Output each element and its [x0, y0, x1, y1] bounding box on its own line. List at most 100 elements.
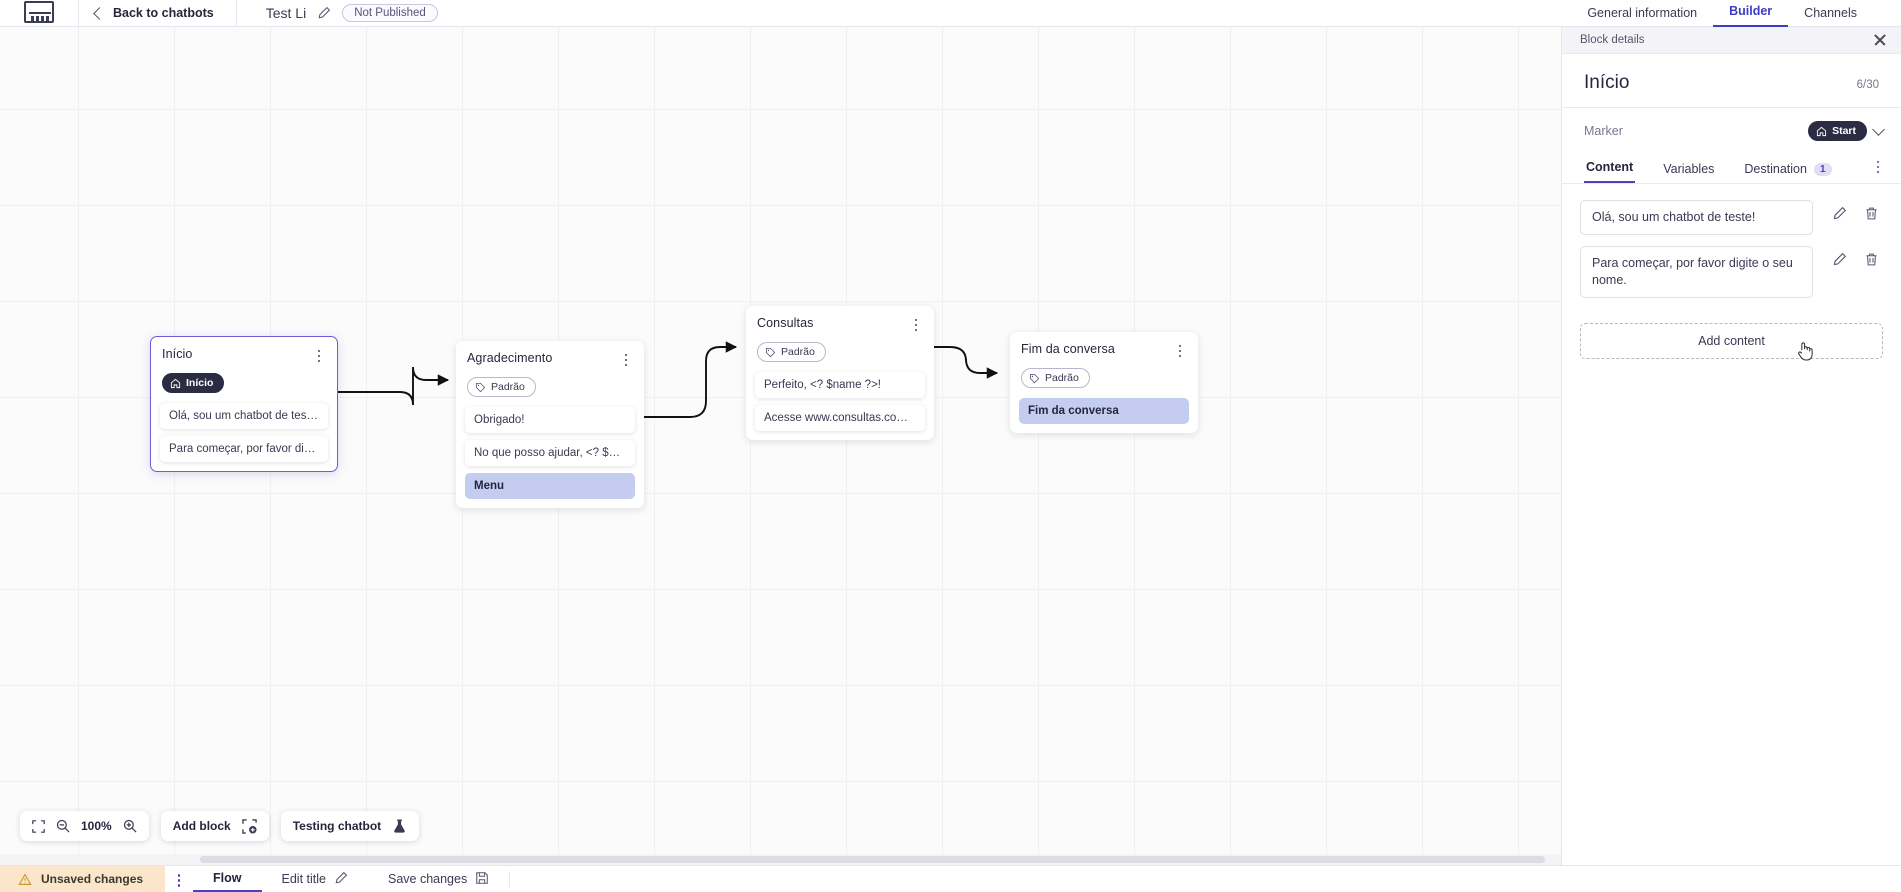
- chevron-down-icon[interactable]: [1872, 122, 1885, 136]
- header-divider: [78, 0, 79, 27]
- save-changes-button[interactable]: Save changes: [368, 866, 509, 892]
- node-message[interactable]: Olá, sou um chatbot de teste!: [160, 402, 328, 429]
- node-header: Consultas Padrão: [746, 306, 934, 372]
- tab-variables-label: Variables: [1663, 162, 1715, 176]
- node-header: Fim da conversa Padrão: [1010, 332, 1198, 398]
- add-block-button[interactable]: Add block: [160, 811, 269, 841]
- tab-destination[interactable]: Destination 1: [1742, 162, 1833, 183]
- tab-general-information[interactable]: General information: [1587, 6, 1698, 20]
- bottom-tab-flow[interactable]: Flow: [193, 866, 262, 892]
- node-messages: Perfeito, <? $name ?>! Acesse www.consul…: [746, 371, 934, 440]
- back-to-chatbots-button[interactable]: Back to chatbots: [79, 0, 236, 27]
- tab-channels[interactable]: Channels: [1804, 6, 1857, 20]
- content-text[interactable]: Olá, sou um chatbot de teste!: [1580, 200, 1813, 235]
- node-menu-kebab-icon[interactable]: [619, 352, 633, 368]
- zoom-controls: 100%: [20, 811, 149, 841]
- panel-header-label: Block details: [1580, 34, 1645, 46]
- content-list: Olá, sou um chatbot de teste! Para começ…: [1562, 184, 1901, 298]
- bottom-tab-flow-label: Flow: [213, 871, 242, 885]
- node-messages: Fim da conversa: [1010, 397, 1198, 433]
- edit-pencil-icon[interactable]: [1832, 252, 1847, 267]
- tab-destination-label: Destination: [1744, 162, 1807, 176]
- tag-icon: [765, 347, 776, 357]
- node-menu-kebab-icon[interactable]: [1173, 343, 1187, 359]
- node-tag-label: Padrão: [1045, 372, 1079, 384]
- home-icon: [1816, 126, 1827, 136]
- tab-variables[interactable]: Variables: [1661, 162, 1716, 183]
- tag-icon: [1029, 373, 1040, 383]
- scrollbar-thumb[interactable]: [200, 856, 1545, 863]
- content-actions: [1813, 200, 1887, 221]
- delete-trash-icon[interactable]: [1864, 252, 1879, 267]
- node-message[interactable]: No que posso ajudar, <? $name ...: [465, 439, 635, 466]
- delete-trash-icon[interactable]: [1864, 206, 1879, 221]
- panel-title-row: Início 6/30: [1562, 54, 1901, 108]
- node-message-highlighted[interactable]: Menu: [465, 472, 635, 499]
- add-content-button[interactable]: Add content: [1580, 322, 1883, 359]
- node-messages: Olá, sou um chatbot de teste! Para começ…: [151, 402, 337, 471]
- tab-builder[interactable]: Builder: [1713, 4, 1789, 27]
- save-icon: [475, 871, 489, 888]
- flow-node-inicio[interactable]: Início Início Olá, sou um chatbot de tes…: [150, 336, 338, 472]
- flow-node-consultas[interactable]: Consultas Padrão Perfeito, <? $name ?>! …: [746, 306, 934, 440]
- edit-title-pencil-icon[interactable]: [317, 6, 331, 20]
- node-message[interactable]: Perfeito, <? $name ?>!: [755, 371, 925, 398]
- node-tag-label: Padrão: [781, 346, 815, 358]
- testing-chatbot-label: Testing chatbot: [292, 819, 382, 833]
- panel-header: Block details: [1562, 27, 1901, 54]
- node-menu-kebab-icon[interactable]: [312, 348, 326, 364]
- status-badge: Not Published: [342, 4, 438, 22]
- app-logo[interactable]: [0, 0, 78, 27]
- chevron-left-icon: [93, 7, 106, 20]
- node-message[interactable]: Obrigado!: [465, 406, 635, 433]
- canvas-horizontal-scrollbar[interactable]: [0, 854, 1561, 865]
- flow-node-agradecimento[interactable]: Agradecimento Padrão Obrigado! No que po…: [456, 341, 644, 508]
- content-text[interactable]: Para começar, por favor digite o seu nom…: [1580, 245, 1813, 298]
- content-item: Olá, sou um chatbot de teste!: [1580, 200, 1887, 235]
- edit-title-label: Edit title: [281, 872, 326, 886]
- content-item: Para começar, por favor digite o seu nom…: [1580, 245, 1887, 298]
- tab-content-label: Content: [1586, 160, 1634, 174]
- marker-value: Start: [1832, 125, 1856, 137]
- close-icon[interactable]: [1873, 33, 1887, 47]
- unsaved-changes-banner: Unsaved changes: [0, 866, 166, 892]
- edit-pencil-icon[interactable]: [1832, 206, 1847, 221]
- node-message[interactable]: Para começar, por favor digite o ...: [160, 435, 328, 462]
- warning-icon: [18, 872, 32, 885]
- node-tag-default: Padrão: [1021, 368, 1090, 388]
- node-tag-label: Padrão: [491, 381, 525, 393]
- marker-start-badge[interactable]: Start: [1808, 121, 1867, 141]
- fit-to-screen-icon[interactable]: [32, 819, 45, 833]
- zoom-out-icon[interactable]: [56, 819, 70, 833]
- canvas-toolbar: 100% Add block Testing chatbot: [20, 811, 420, 841]
- testing-chatbot-button[interactable]: Testing chatbot: [280, 811, 420, 841]
- node-message[interactable]: Acesse www.consultas.com par...: [755, 404, 925, 431]
- node-messages: Obrigado! No que posso ajudar, <? $name …: [456, 406, 644, 508]
- node-tag-default: Padrão: [757, 342, 826, 362]
- bottom-bar-kebab-icon[interactable]: [165, 867, 193, 892]
- zoom-in-icon[interactable]: [123, 819, 137, 833]
- marker-label: Marker: [1584, 124, 1623, 138]
- back-label: Back to chatbots: [113, 6, 214, 20]
- top-header: Back to chatbots Test Li Not Published G…: [0, 0, 1901, 27]
- node-header: Início Início: [151, 337, 337, 403]
- marker-control[interactable]: Start: [1808, 121, 1885, 141]
- home-icon: [170, 378, 181, 388]
- panel-overflow-kebab-icon[interactable]: [1871, 159, 1885, 175]
- content-actions: [1813, 246, 1887, 267]
- flow-canvas[interactable]: Início Início Olá, sou um chatbot de tes…: [0, 27, 1561, 865]
- header-divider-2: [235, 0, 237, 27]
- bottom-bar: Unsaved changes Flow Edit title Save cha…: [0, 865, 1901, 892]
- logo-icon: [24, 0, 54, 23]
- panel-tabs: Content Variables Destination 1: [1562, 154, 1901, 184]
- page-title: Test Li: [265, 5, 307, 21]
- tab-content[interactable]: Content: [1584, 160, 1636, 183]
- edit-title-button[interactable]: Edit title: [262, 866, 368, 892]
- node-tag-start: Início: [162, 373, 225, 393]
- marker-row: Marker Start: [1562, 108, 1901, 154]
- flow-node-fim-da-conversa[interactable]: Fim da conversa Padrão Fim da conversa: [1010, 332, 1198, 433]
- char-counter: 6/30: [1856, 79, 1879, 91]
- node-menu-kebab-icon[interactable]: [909, 317, 923, 333]
- node-message-highlighted[interactable]: Fim da conversa: [1019, 397, 1189, 424]
